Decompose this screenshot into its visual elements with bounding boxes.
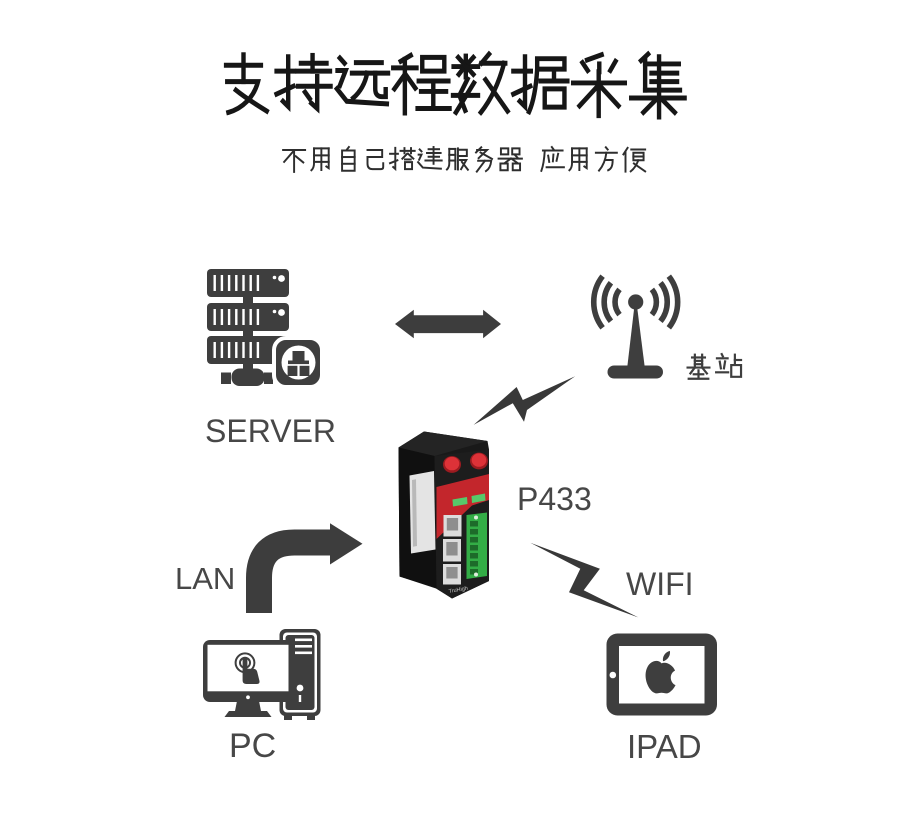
svg-text:PC: PC [229,727,276,765]
svg-text:IPAD: IPAD [627,728,702,765]
svg-text:LAN: LAN [175,561,235,596]
svg-text:TruHigh: TruHigh [448,586,468,595]
svg-text:P433: P433 [517,481,592,517]
svg-text:SERVER: SERVER [205,413,336,449]
svg-text:WIFI: WIFI [626,566,694,602]
